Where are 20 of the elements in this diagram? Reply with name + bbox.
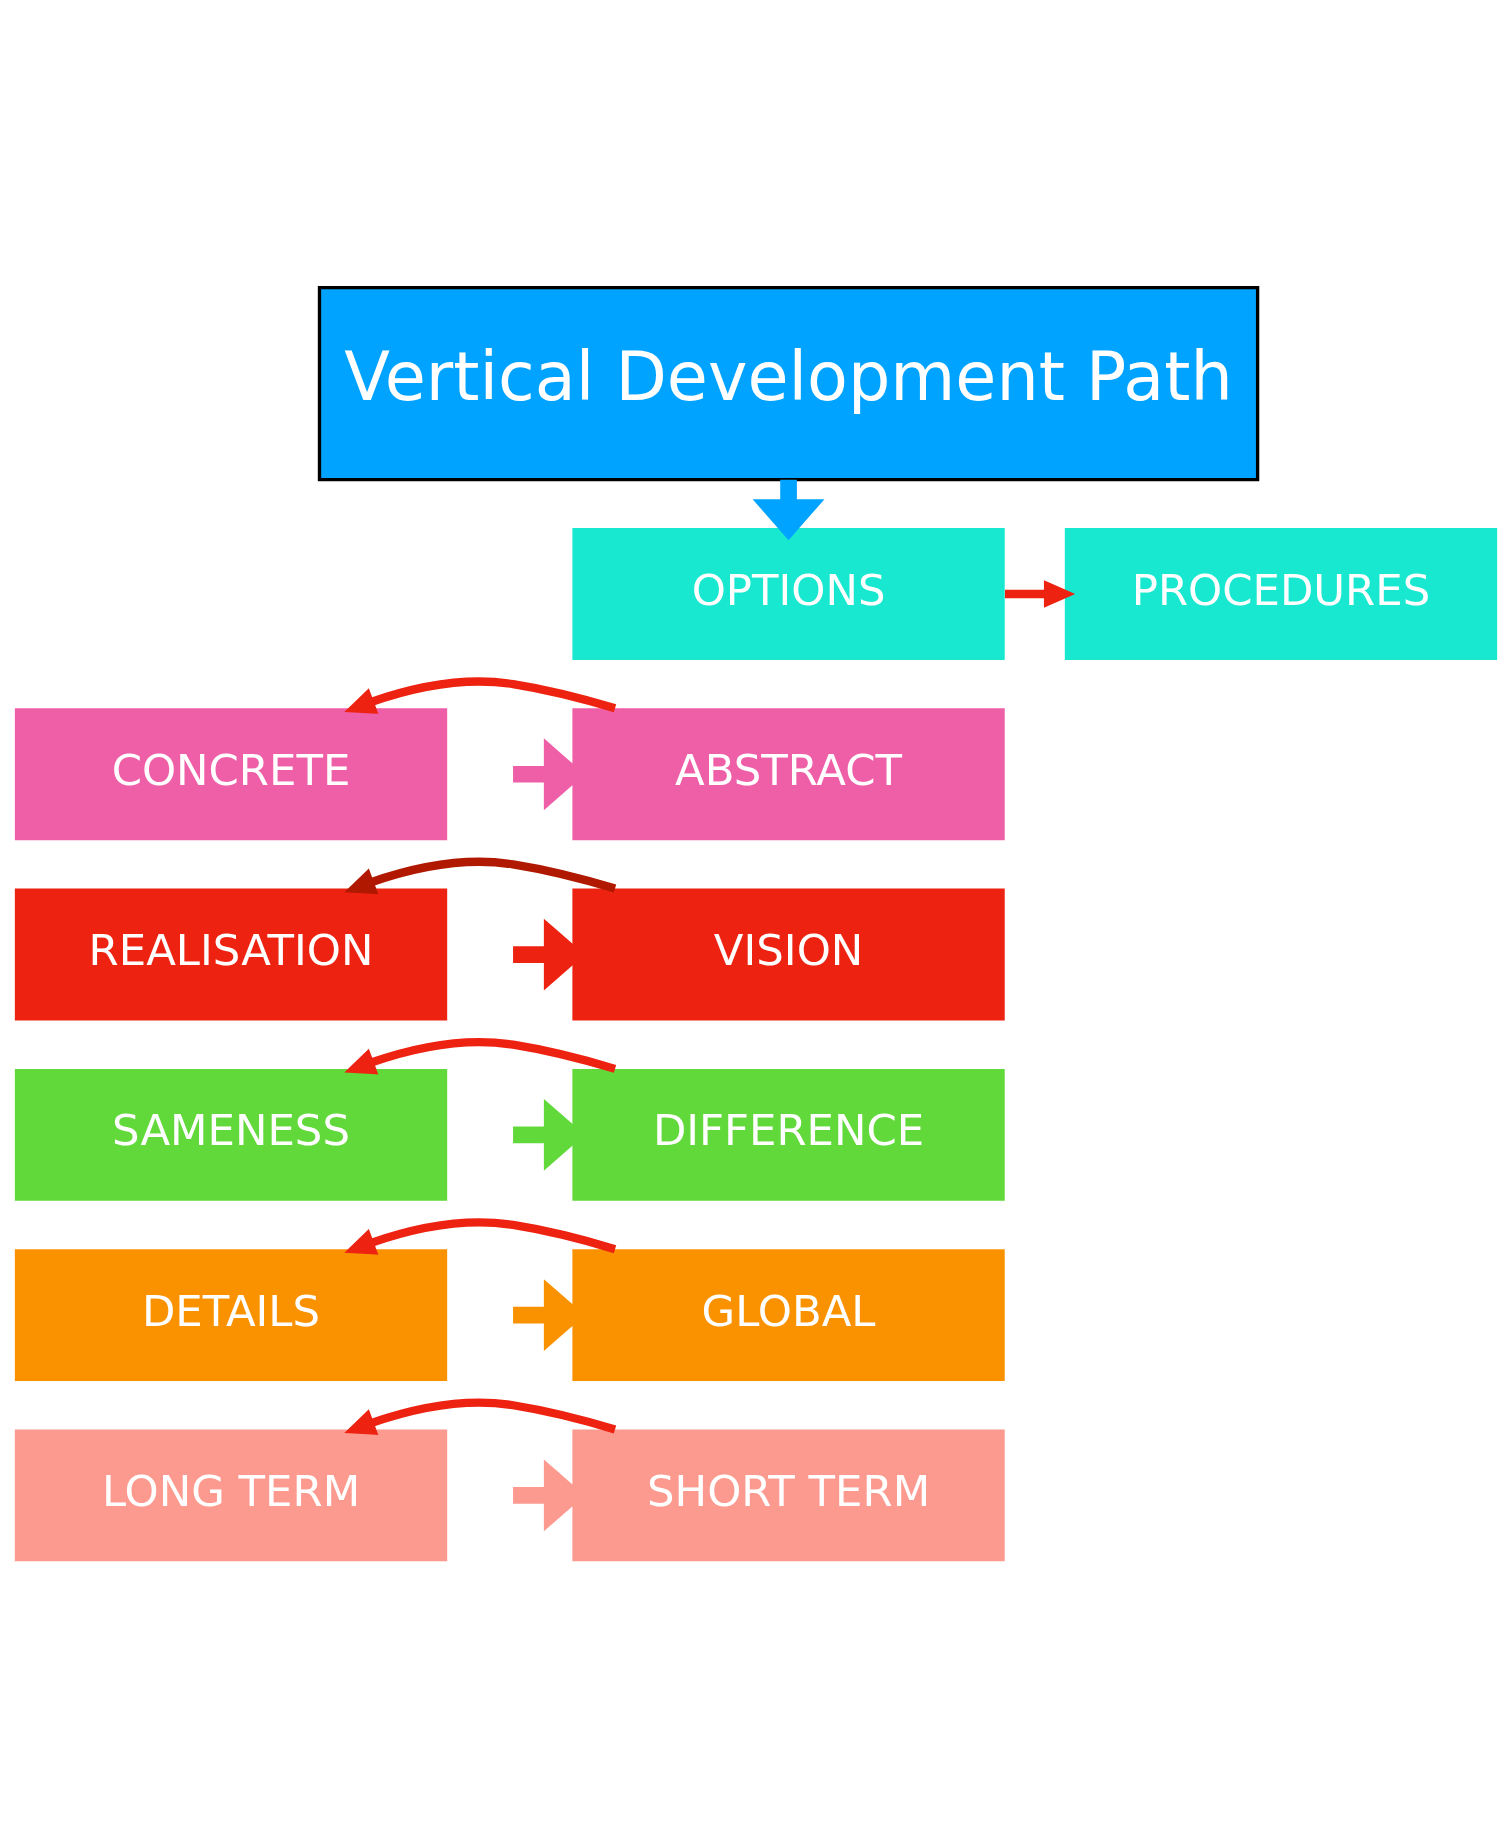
arrow xyxy=(1004,579,1076,608)
arrow xyxy=(344,1037,617,1074)
node-box: Vertical Development Path xyxy=(317,285,1260,481)
arrow xyxy=(344,676,617,714)
node-box: CONCRETE xyxy=(14,707,448,840)
node-box: ABSTRACT xyxy=(572,707,1005,840)
node-box: REALISATION xyxy=(14,888,448,1020)
node-box: SHORT TERM xyxy=(572,1428,1005,1561)
arrow xyxy=(752,479,825,540)
arrow xyxy=(344,1398,617,1435)
node-box: GLOBAL xyxy=(572,1248,1005,1381)
arrow xyxy=(344,1217,617,1255)
node-box: PROCEDURES xyxy=(1064,527,1498,660)
node-box: VISION xyxy=(572,888,1005,1020)
node-box: DETAILS xyxy=(14,1248,448,1381)
node-box: DIFFERENCE xyxy=(572,1068,1005,1201)
node-box: SAMENESS xyxy=(14,1068,448,1201)
arrow xyxy=(344,857,617,894)
node-box: OPTIONS xyxy=(572,527,1005,660)
node-box: LONG TERM xyxy=(14,1428,448,1561)
